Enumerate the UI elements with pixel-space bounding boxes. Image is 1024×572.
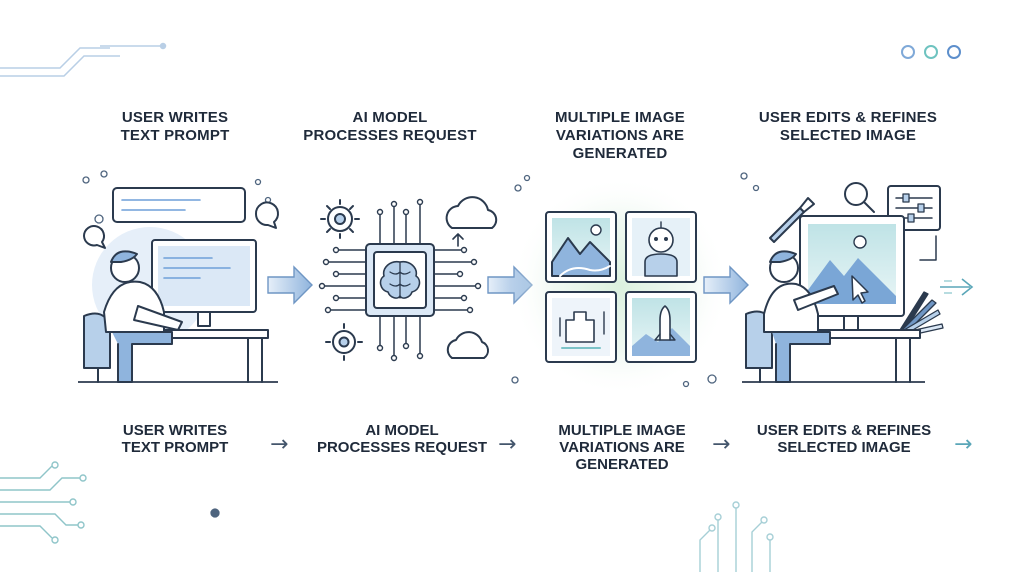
color-swatch-icon <box>899 291 944 337</box>
caption-arrow-1: → <box>270 432 289 457</box>
decor-circuit-bottom-left <box>0 461 87 544</box>
step-4-illustration <box>745 182 944 383</box>
flow-arrow-3 <box>703 265 749 305</box>
cloud-icon-top <box>445 196 498 229</box>
step-3-illustration <box>545 211 697 363</box>
brush-icon <box>769 207 805 243</box>
decor-circuit-bottom-center <box>699 501 774 572</box>
image-tile-robot <box>625 211 697 283</box>
step-1-illustration <box>83 187 279 383</box>
decor-lines-top-left <box>0 42 167 77</box>
brain-icon <box>379 260 421 299</box>
gear-icon-bottom <box>325 323 363 361</box>
decor-dots-top-right <box>901 45 961 59</box>
image-tile-city <box>545 291 617 363</box>
image-tile-rocket <box>625 291 697 363</box>
magnifier-icon <box>844 182 875 213</box>
cursor-icon <box>851 275 869 304</box>
cloud-icon-bottom <box>446 331 489 359</box>
adjustment-sliders-icon <box>887 185 941 261</box>
caption-arrow-4: → <box>954 432 973 457</box>
glow <box>510 176 730 396</box>
gear-icon-top <box>320 199 360 239</box>
flow-arrow-2 <box>487 265 533 305</box>
caption-arrow-2: → <box>498 432 517 457</box>
flow-arrow-1 <box>267 265 313 305</box>
image-tile-landscape <box>545 211 617 283</box>
flow-arrow-4 <box>940 278 974 296</box>
caption-arrow-3: → <box>712 432 731 457</box>
step-2-illustration <box>318 196 498 362</box>
